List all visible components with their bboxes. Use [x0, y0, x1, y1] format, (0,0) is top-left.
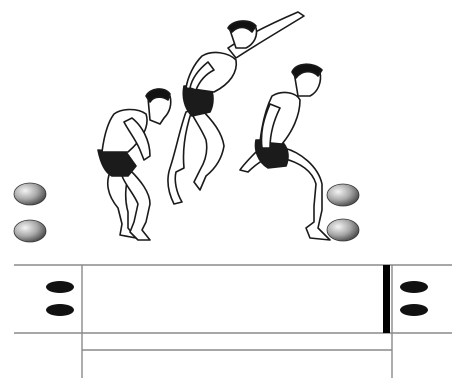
- sphere-marker: [14, 220, 46, 242]
- left-oval-marks: [46, 281, 74, 316]
- oval-mark: [46, 281, 74, 293]
- athlete-crouch-figure: [98, 89, 171, 240]
- right-oval-marks: [400, 281, 428, 316]
- foul-line-bar: [383, 265, 390, 333]
- sphere-marker: [14, 183, 46, 205]
- oval-mark: [400, 281, 428, 293]
- sphere-marker: [327, 219, 359, 241]
- track-board: [14, 265, 452, 378]
- sphere-marker: [327, 184, 359, 206]
- oval-mark: [400, 304, 428, 316]
- left-sphere-markers: [14, 183, 46, 242]
- athlete-landing-figure: [240, 64, 330, 240]
- right-sphere-markers: [327, 184, 359, 241]
- oval-mark: [46, 304, 74, 316]
